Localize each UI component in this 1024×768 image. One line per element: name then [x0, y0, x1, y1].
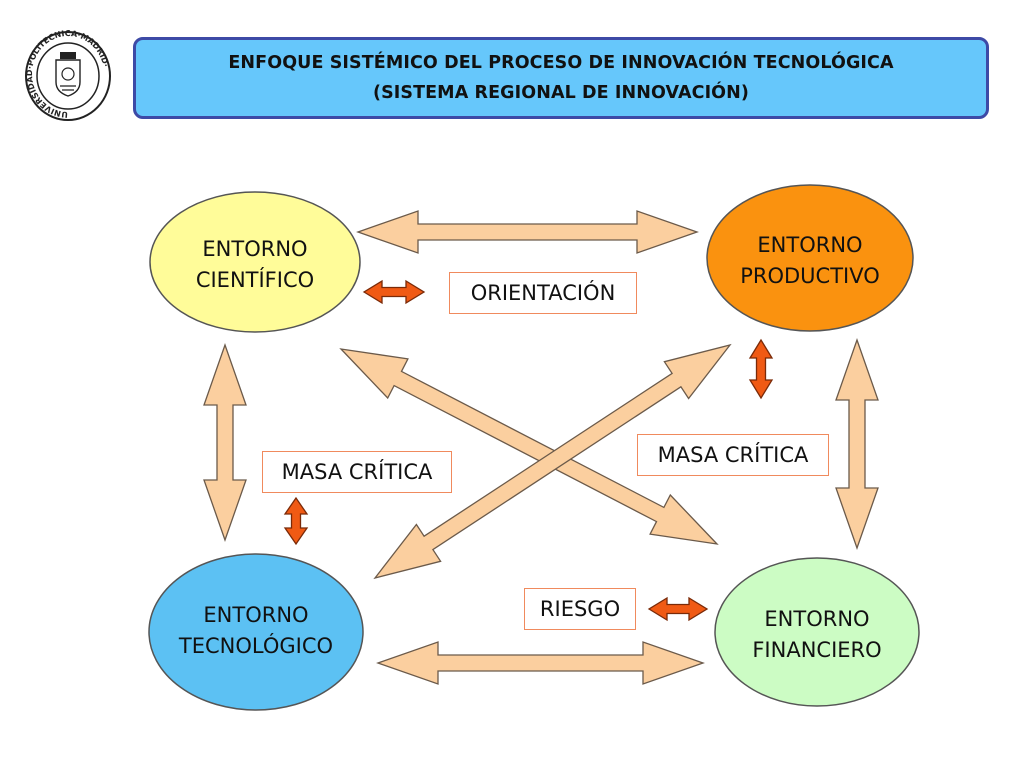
- node-entorno-productivo-label: ENTORNO PRODUCTIVO: [710, 228, 910, 294]
- title-line-2: (SISTEMA REGIONAL DE INNOVACIÓN): [372, 83, 750, 103]
- small-arrow-masa-critica-right: [748, 338, 774, 400]
- label-orientacion: ORIENTACIÓN: [449, 272, 637, 314]
- node-entorno-financiero-label: ENTORNO FINANCIERO: [717, 602, 917, 668]
- node-tecnologico-line1: ENTORNO: [203, 603, 309, 627]
- title-box: ENFOQUE SISTÉMICO DEL PROCESO DE INNOVAC…: [133, 37, 989, 119]
- node-entorno-tecnologico-label: ENTORNO TECNOLÓGICO: [156, 598, 356, 664]
- small-arrow-riesgo: [647, 596, 709, 622]
- node-entorno-productivo-shape: [706, 184, 914, 332]
- label-riesgo: RIESGO: [524, 588, 636, 630]
- university-seal-logo: UNIVERSIDAD·POLITECNICA·MADRID·: [25, 30, 111, 121]
- node-financiero-line2: FINANCIERO: [752, 638, 882, 662]
- arrow-tecnologico-productivo-diagonal: [373, 343, 732, 580]
- title-line-1: ENFOQUE SISTÉMICO DEL PROCESO DE INNOVAC…: [228, 53, 894, 73]
- node-productivo-line2: PRODUCTIVO: [740, 264, 880, 288]
- node-productivo-line1: ENTORNO: [757, 233, 863, 257]
- node-cientifico-line2: CIENTÍFICO: [195, 268, 315, 292]
- label-masa-critica-right: MASA CRÍTICA: [637, 434, 829, 476]
- node-entorno-cientifico-shape: [149, 191, 361, 333]
- small-arrow-orientacion: [362, 279, 426, 305]
- label-masa-critica-left: MASA CRÍTICA: [262, 451, 452, 493]
- node-entorno-financiero-shape: [714, 557, 920, 707]
- node-cientifico-line1: ENTORNO: [202, 237, 308, 261]
- arrow-cientifico-financiero-diagonal: [339, 348, 719, 545]
- arrow-cientifico-tecnologico: [203, 343, 247, 542]
- arrow-cientifico-productivo: [356, 210, 699, 254]
- arrow-productivo-financiero: [835, 338, 879, 550]
- node-financiero-line1: ENTORNO: [764, 607, 870, 631]
- small-arrow-masa-critica-left: [283, 496, 309, 546]
- node-tecnologico-line2: TECNOLÓGICO: [178, 634, 334, 658]
- arrow-tecnologico-financiero: [376, 641, 705, 685]
- node-entorno-tecnologico-shape: [148, 553, 364, 711]
- node-entorno-cientifico-label: ENTORNO CIENTÍFICO: [155, 232, 355, 298]
